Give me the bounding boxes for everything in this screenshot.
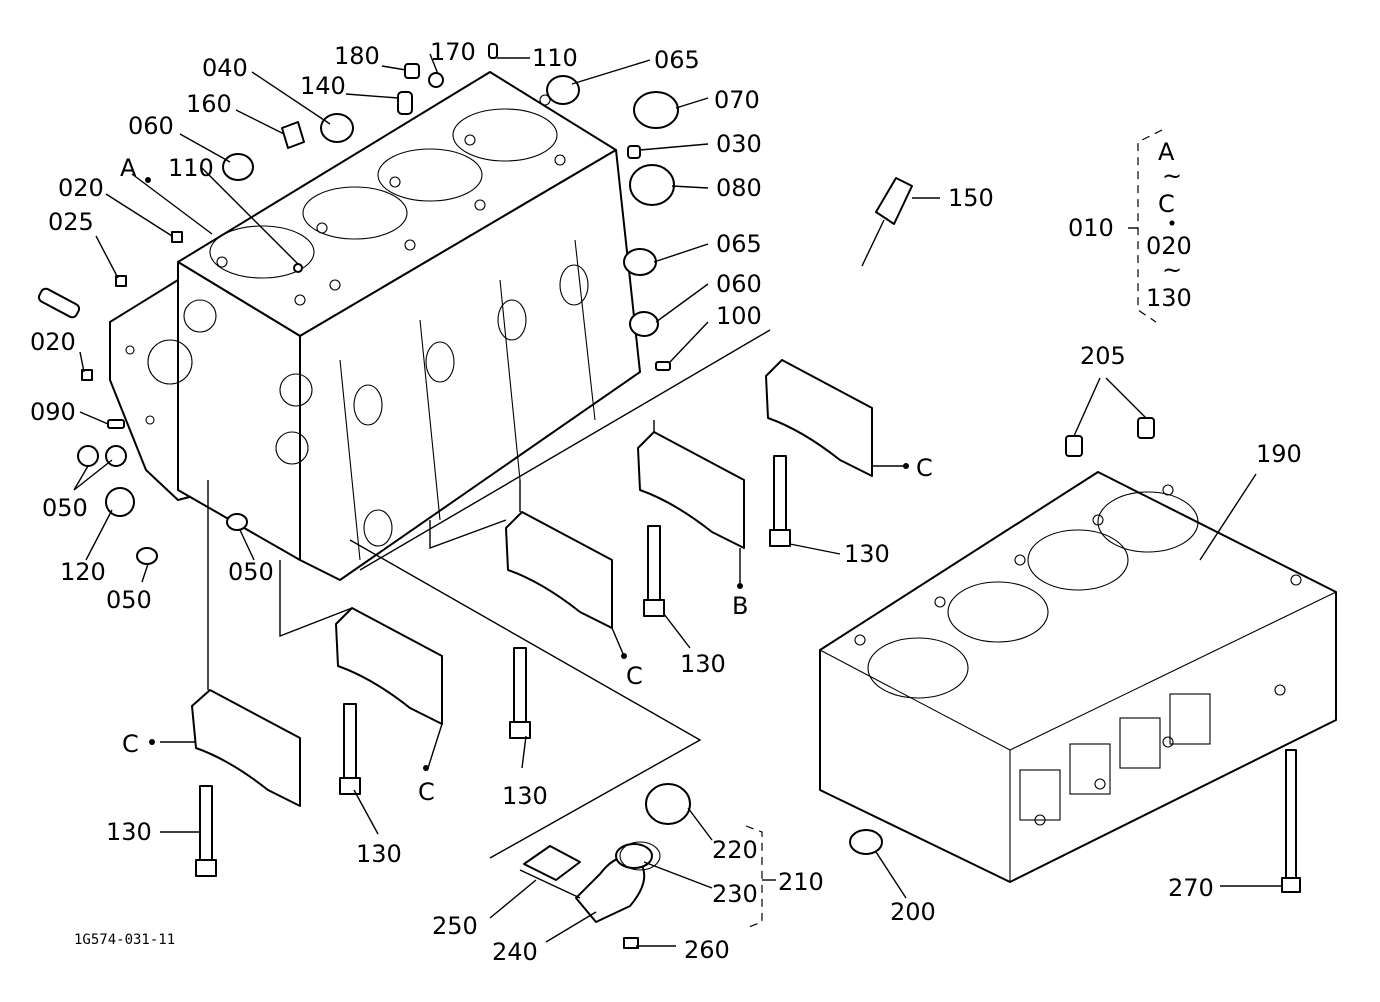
part-label-130-lower: 130 — [356, 840, 402, 868]
part-label-130-left: 130 — [106, 818, 152, 846]
part-label-130-right: 130 — [844, 540, 890, 568]
part-label-C-center: C — [626, 662, 643, 690]
part-label-160: 160 — [186, 90, 232, 118]
part-label-C-lower: C — [418, 778, 435, 806]
part-label-270: 270 — [1168, 874, 1214, 902]
part-labels: 180 170 110 065 040 140 070 160 030 060 … — [30, 38, 1302, 966]
part-label-250: 250 — [432, 912, 478, 940]
part-label-210: 210 — [778, 868, 824, 896]
part-label-100: 100 — [716, 302, 762, 330]
assembly-number: 010 — [1068, 214, 1114, 242]
part-label-060-left: 060 — [128, 112, 174, 140]
assembly-include-5: 020 — [1146, 232, 1192, 260]
cylinder-block — [109, 71, 641, 581]
part-150 — [861, 177, 913, 267]
part-label-180: 180 — [334, 42, 380, 70]
part-label-025: 025 — [48, 208, 94, 236]
part-label-200: 200 — [890, 898, 936, 926]
part-label-110-top: 110 — [532, 44, 578, 72]
assembly-key: 010 A ~ C ・ 020 ~ 130 — [1068, 138, 1192, 312]
part-label-230: 230 — [712, 880, 758, 908]
drawing-code: 1G574-031-11 — [74, 932, 175, 948]
assembly-include-3: C — [1158, 190, 1175, 218]
part-label-130-lower-mid: 130 — [502, 782, 548, 810]
part-label-065-mid: 065 — [716, 230, 762, 258]
part-label-140: 140 — [300, 72, 346, 100]
part-label-080: 080 — [716, 174, 762, 202]
part-label-B: B — [732, 592, 748, 620]
part-label-050-left: 050 — [42, 494, 88, 522]
part-label-120: 120 — [60, 558, 106, 586]
part-label-050-low: 050 — [106, 586, 152, 614]
part-label-205: 205 — [1080, 342, 1126, 370]
part-label-170: 170 — [430, 38, 476, 66]
part-label-040: 040 — [202, 54, 248, 82]
part-label-030: 030 — [716, 130, 762, 158]
part-label-130-center: 130 — [680, 650, 726, 678]
part-label-240: 240 — [492, 938, 538, 966]
assembly-include-2: ~ — [1162, 162, 1182, 190]
part-label-A: A — [120, 154, 137, 182]
part-label-070: 070 — [714, 86, 760, 114]
part-label-060-right: 060 — [716, 270, 762, 298]
assembly-include-1: A — [1158, 138, 1175, 166]
assembly-include-7: 130 — [1146, 284, 1192, 312]
part-label-220: 220 — [712, 836, 758, 864]
part-label-065-top: 065 — [654, 46, 700, 74]
part-label-190: 190 — [1256, 440, 1302, 468]
crankcase — [819, 417, 1337, 893]
leader-lines — [73, 53, 1282, 947]
bearing-cases — [191, 359, 873, 877]
part-label-050-mid: 050 — [228, 558, 274, 586]
oil-filler-group — [523, 783, 691, 949]
part-label-020-top: 020 — [58, 174, 104, 202]
part-label-090: 090 — [30, 398, 76, 426]
part-label-C-right: C — [916, 454, 933, 482]
assembly-include-6: ~ — [1162, 256, 1182, 284]
part-label-150: 150 — [948, 184, 994, 212]
part-label-260: 260 — [684, 936, 730, 964]
part-label-110-left: 110 — [168, 154, 214, 182]
assembly-include-4: ・ — [1160, 210, 1184, 238]
part-label-C-left: C — [122, 730, 139, 758]
part-label-020-mid: 020 — [30, 328, 76, 356]
